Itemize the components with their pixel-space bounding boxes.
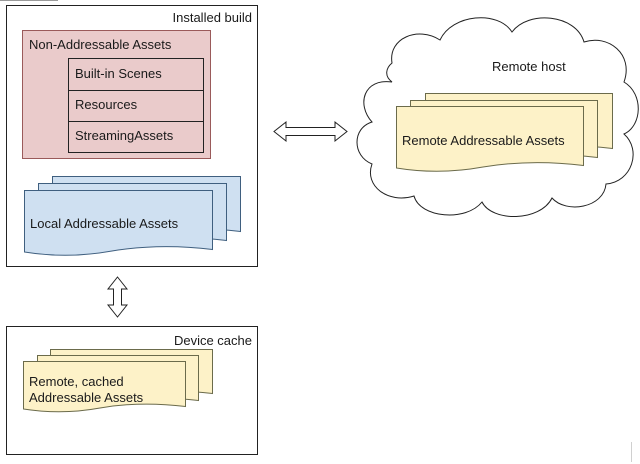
streaming-assets-box [68,121,204,153]
resources-label: Resources [75,97,138,112]
remote-addressable-label: Remote Addressable Assets [402,133,565,148]
remote-doc-front [396,106,584,172]
local-addressable-label: Local Addressable Assets [30,216,179,231]
non-addressable-assets-box: Non-Addressable Assets Built-in Scenes R… [22,30,211,159]
resources-box [68,90,204,122]
remote-host-cloud: Remote host Remote Addressable Assets [356,17,639,217]
cached-assets-label-line1: Remote, cached [29,374,124,389]
built-in-scenes-label: Built-in Scenes [75,66,162,81]
cached-doc-front [23,361,186,413]
device-cache-container: Device cache Remote, cached Addressable … [6,326,258,455]
cached-assets-label-line2: Addressable Assets [29,390,144,405]
installed-build-container: Installed build Non-Addressable Assets B… [6,5,258,267]
local-addressable-assets-stack: Local Addressable Assets [24,176,241,256]
horizontal-double-arrow-icon [273,120,348,143]
vertical-double-arrow-icon [106,276,129,318]
device-cache-label: Device cache [174,333,252,348]
local-doc-front [24,190,213,256]
non-addressable-title: Non-Addressable Assets [29,37,172,52]
streaming-assets-label: StreamingAssets [75,128,174,143]
installed-build-label: Installed build [173,10,253,25]
remote-host-label: Remote host [492,59,566,74]
